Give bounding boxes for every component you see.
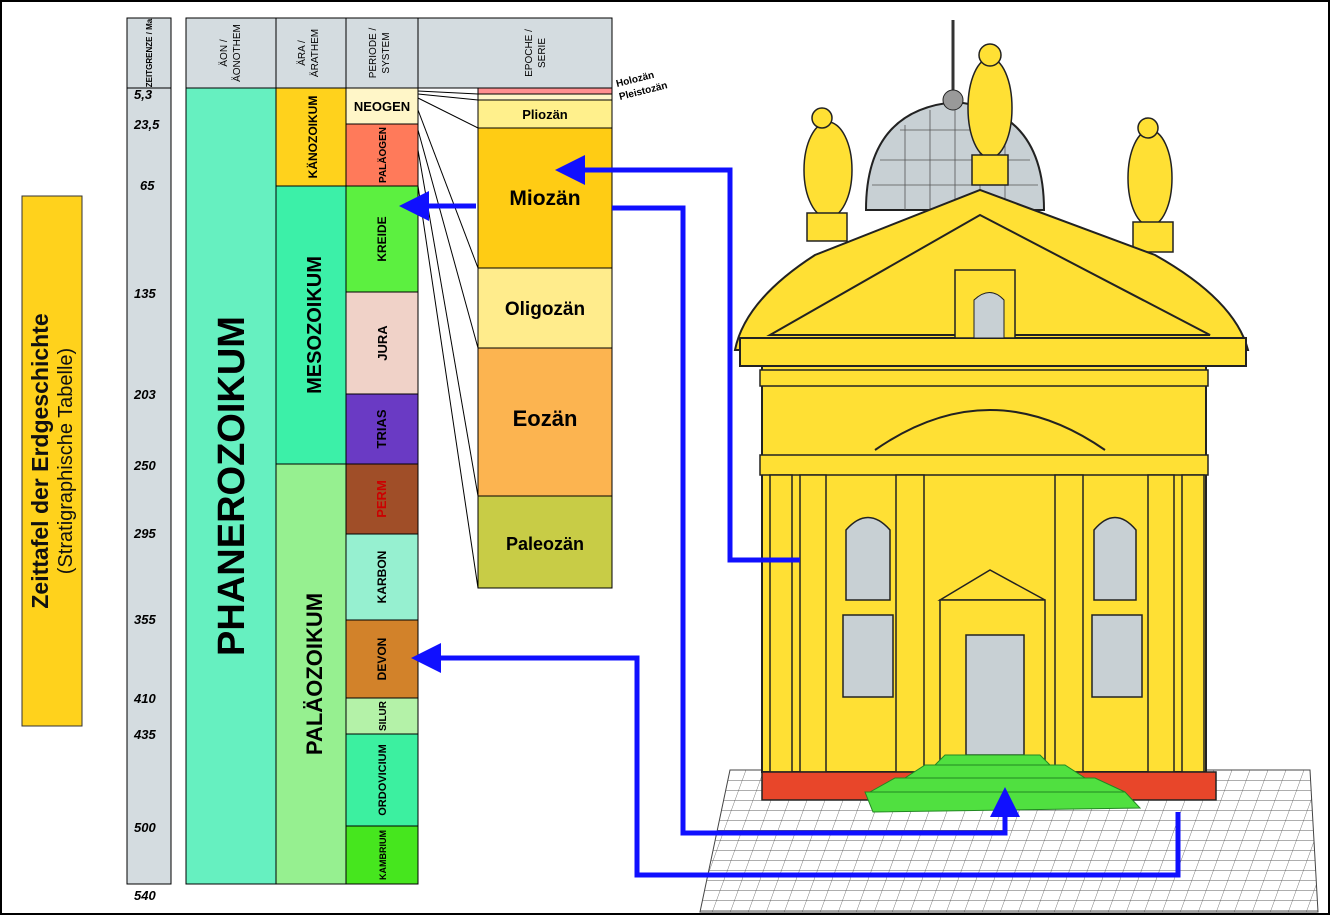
period-ordovicium-block xyxy=(345,733,419,827)
era-label: KÄNOZOIKUM xyxy=(305,96,320,179)
entrance-door xyxy=(965,634,1025,756)
period-kambrium-block xyxy=(345,825,419,885)
aeon-phanerozoikum-block xyxy=(185,87,277,885)
header-zeit: ZEITGRENZE / Ma xyxy=(145,18,154,87)
time-scale-column xyxy=(126,87,172,885)
period-label: KREIDE xyxy=(375,216,389,261)
period-column: NEOGEN PALÄOGEN KREIDE JURA TRIAS PERM K… xyxy=(345,87,419,885)
epoch-connector-lines xyxy=(417,87,479,589)
period-label: ORDOVICIUM xyxy=(377,744,389,816)
age-label: 435 xyxy=(133,727,156,742)
period-palaeogen-block xyxy=(345,123,419,187)
header-periode: PERIODE / xyxy=(368,28,379,79)
age-label: 410 xyxy=(133,691,156,706)
window-left xyxy=(842,614,894,698)
arrow-facade-to-miozaen xyxy=(555,155,800,563)
age-label: 250 xyxy=(133,458,156,473)
age-label: 65 xyxy=(140,178,155,193)
era-palaeozoikum-block xyxy=(275,463,347,885)
age-label: 135 xyxy=(134,286,156,301)
period-label: PALÄOGEN xyxy=(376,127,389,183)
period-karbon-block xyxy=(345,533,419,621)
title-box: Zeittafel der Erdgeschichte (Stratigraph… xyxy=(21,195,83,727)
header-aeon-2: ÄONOTHEM xyxy=(231,24,243,82)
period-label: TRIAS xyxy=(374,409,389,448)
epoch-oligozaen-block xyxy=(477,267,613,349)
epoch-eozaen-block xyxy=(477,347,613,497)
age-label: 500 xyxy=(134,820,156,835)
epoch-label: Eozän xyxy=(513,406,578,431)
period-trias-block xyxy=(345,393,419,465)
period-jura-block xyxy=(345,291,419,395)
epoch-column: Pliozän Miozän Oligozän Eozän Paleozän H… xyxy=(477,70,669,589)
arrow-plinth-to-devon xyxy=(411,643,1181,878)
period-label: KARBON xyxy=(375,551,389,604)
header-epoche: EPOCHE / xyxy=(524,29,535,77)
period-label: SILUR xyxy=(378,700,389,731)
link-arrows xyxy=(399,155,1181,878)
header-row: ZEITGRENZE / Ma ÄON / ÄONOTHEM ÄRA / ÄRA… xyxy=(126,17,613,89)
header-aera-2: ÄRATHEM xyxy=(309,29,321,77)
age-labels: 5,3 23,5 65 135 203 250 295 355 410 435 … xyxy=(133,87,160,903)
age-label: 23,5 xyxy=(133,117,160,132)
header-aeon: ÄON / xyxy=(218,39,230,66)
entrance-steps xyxy=(864,754,1142,813)
header-epoche-2: SERIE xyxy=(537,38,548,68)
epoch-label: Miozän xyxy=(509,187,580,210)
age-label: 203 xyxy=(133,387,156,402)
age-label: 5,3 xyxy=(134,87,153,102)
period-label: JURA xyxy=(375,325,390,361)
period-perm-block xyxy=(345,463,419,535)
epoch-holozaen-sliver xyxy=(477,87,613,95)
epoch-pliozaen-block xyxy=(477,99,613,129)
period-devon-block xyxy=(345,619,419,699)
era-column: KÄNOZOIKUM MESOZOIKUM PALÄOZOIKUM xyxy=(275,87,347,885)
age-label: 355 xyxy=(134,612,156,627)
epoch-label: Paleozän xyxy=(506,534,584,554)
era-label: MESOZOIKUM xyxy=(304,256,326,394)
era-mesozoikum-block xyxy=(275,185,347,465)
header-periode-2: SYSTEM xyxy=(381,32,392,73)
niche xyxy=(845,516,1137,601)
columns xyxy=(769,474,1205,773)
arrow-miozaen-to-steps xyxy=(612,205,1020,836)
window-right xyxy=(1091,614,1143,698)
epoch-paleozaen-block xyxy=(477,495,613,589)
header-aera: ÄRA / xyxy=(296,40,308,66)
age-label: 540 xyxy=(134,888,156,903)
period-label: DEVON xyxy=(375,638,389,681)
title-sub: (Stratigraphische Tabelle) xyxy=(55,348,77,574)
epoch-label: Pliozän xyxy=(522,107,568,122)
era-label: PALÄOZOIKUM xyxy=(302,593,327,755)
period-label: KAMBRIUM xyxy=(378,830,388,880)
church-illustration xyxy=(699,20,1319,913)
period-label: NEOGEN xyxy=(354,99,410,114)
aeon-label: PHANEROZOIKUM xyxy=(211,316,253,656)
epoch-pleistozaen-sliver xyxy=(477,93,613,101)
epoch-miozaen-block xyxy=(477,127,613,269)
age-label: 295 xyxy=(133,526,156,541)
statue-figure xyxy=(803,43,1174,253)
era-kaenozoikum-block xyxy=(275,87,347,187)
period-label: PERM xyxy=(374,480,389,518)
title-main: Zeittafel der Erdgeschichte xyxy=(27,313,53,608)
epoch-label: Oligozän xyxy=(505,299,585,320)
